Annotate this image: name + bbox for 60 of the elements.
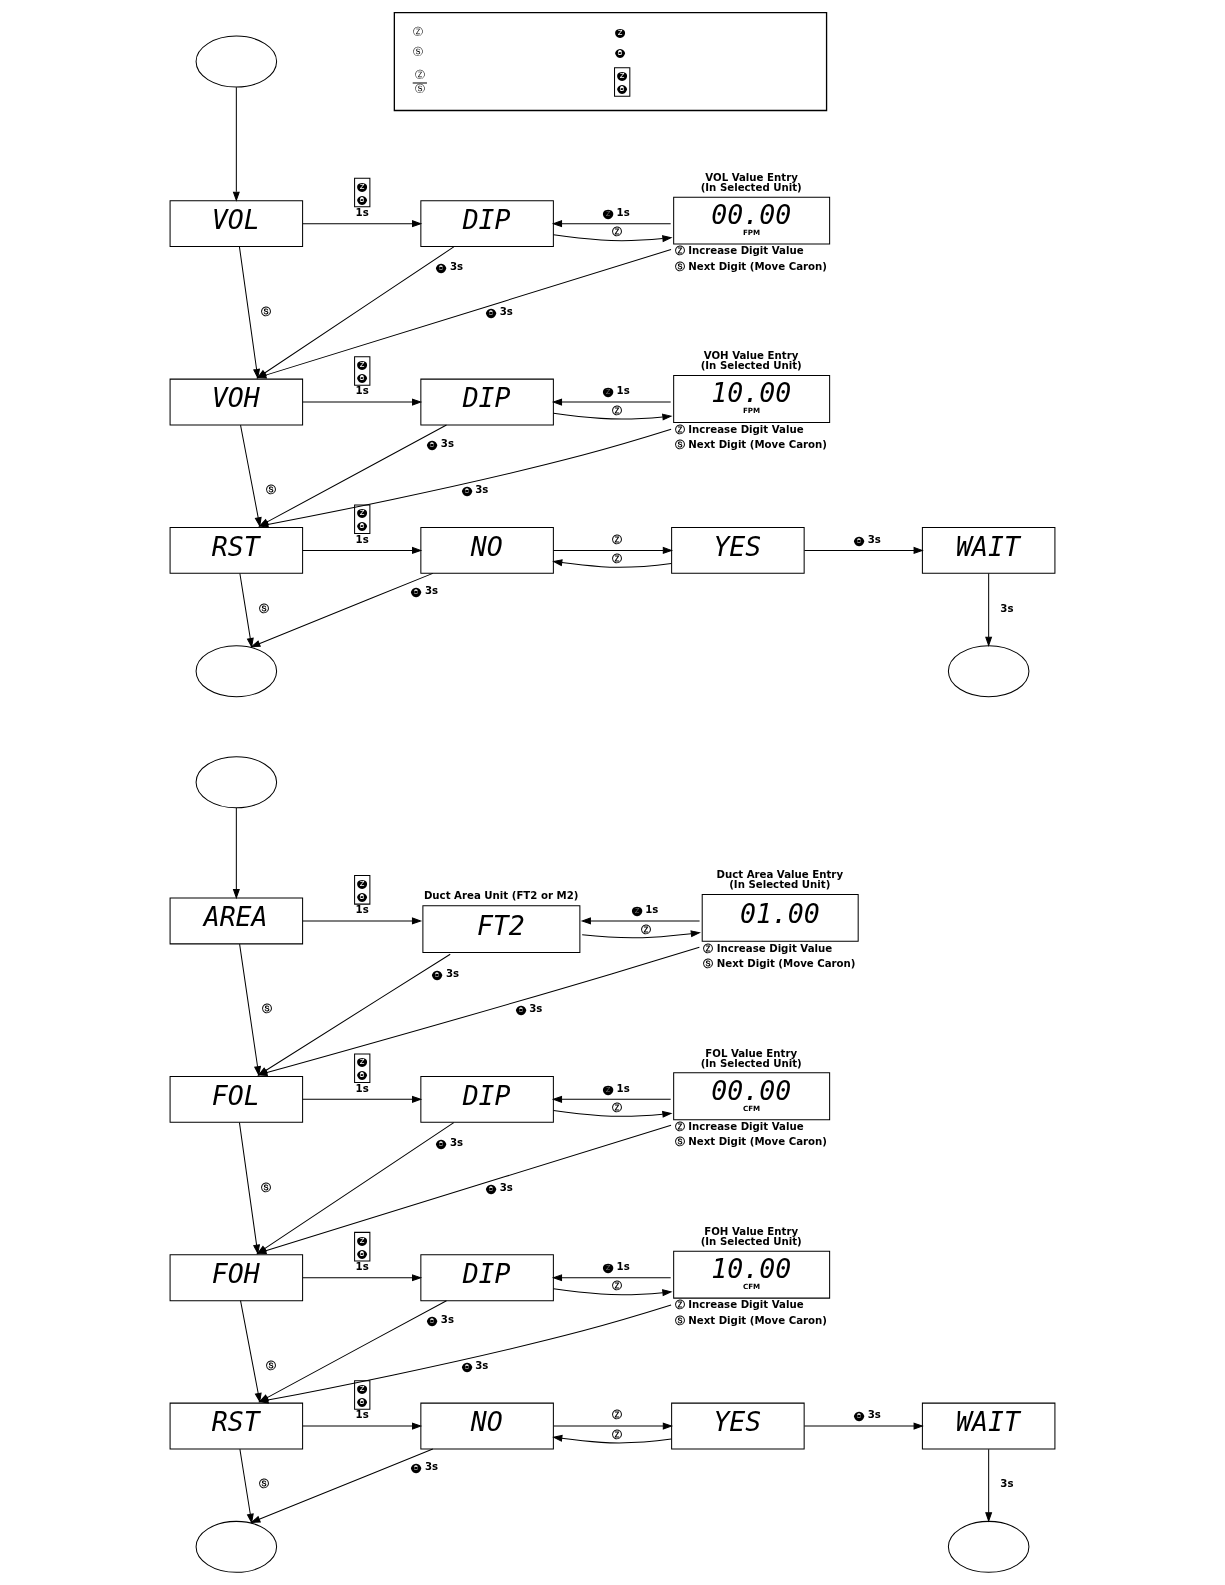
edge-label: 🅩 🅢 1s [355, 1055, 369, 1094]
edge-label: 🅩 🅢 1s [355, 357, 369, 397]
edge-label: 🅩 1s [603, 385, 630, 397]
edge-label: Ⓢ [261, 1003, 272, 1015]
node-label: Duct Area Value Entry (In Selected Unit) [716, 869, 844, 891]
edge-label: 🅩 1s [603, 1261, 630, 1273]
edge-label: 🅢 3s [432, 967, 460, 979]
node-label: Ⓢ Next Digit (Move Caron) [703, 957, 856, 969]
edge-label: Ⓩ [612, 1428, 623, 1440]
edge-label: Ⓩ [612, 1409, 623, 1421]
edge-label: Ⓢ [265, 484, 276, 496]
edge-label: 3s [1000, 602, 1014, 614]
edge-label: 🅢 3s [461, 484, 489, 496]
node-label: Ⓢ Next Digit (Move Caron) [674, 260, 827, 272]
edge-label: 🅩 1s [603, 1082, 630, 1094]
edge-label: Ⓢ [258, 1478, 269, 1490]
edge-label: 🅢 3s [486, 305, 513, 317]
edge-label: Ⓩ [612, 404, 623, 416]
edge-label: 🅢 3s [436, 1136, 464, 1148]
edge-label: Ⓢ [258, 602, 269, 614]
node-label: Ⓢ Next Digit (Move Caron) [674, 1314, 827, 1326]
node-label: VOL Value Entry (In Selected Unit) [700, 171, 802, 194]
edge-label: 🅢 3s [427, 438, 454, 450]
edge-label: Ⓢ [260, 305, 271, 317]
node-label: FOL Value Entry (In Selected Unit) [700, 1047, 802, 1069]
node-label: Ⓩ Increase Digit Value [703, 942, 833, 954]
edge-label: 🅩 🅢 1s [355, 876, 369, 916]
node-label: Ⓢ Next Digit (Move Caron) [674, 438, 827, 450]
edge-label: 🅢 3s [515, 1003, 543, 1015]
edge-label: 🅩 1s [603, 207, 630, 219]
node-label: Duct Area Unit (FT2 or M2) [423, 889, 579, 901]
node-label: FOH Value Entry (In Selected Unit) [700, 1225, 802, 1248]
edge-label: Ⓢ [265, 1359, 276, 1371]
edge-label: 🅢 3s [436, 260, 464, 272]
edge-label: 🅢 3s [854, 533, 881, 545]
edge-label: Ⓩ [612, 1280, 623, 1292]
edge-label: 🅢 3s [411, 1460, 439, 1472]
edge-label: Ⓩ [612, 553, 623, 565]
edge-label: Ⓩ [612, 226, 623, 238]
edge-label: 🅢 3s [427, 1313, 454, 1325]
edge-label: Ⓢ [260, 1181, 271, 1193]
node-label: VOH Value Entry (In Selected Unit) [700, 350, 802, 372]
node-label: Ⓩ Increase Digit Value [674, 245, 804, 257]
edge-label: 🅢 3s [854, 1409, 881, 1421]
edge-label: 3s [1000, 1478, 1014, 1490]
node-label: Ⓢ Next Digit (Move Caron) [674, 1136, 827, 1148]
edge-label: 🅩 🅢 1s [355, 1233, 369, 1273]
edge-label: Ⓩ [612, 1102, 623, 1114]
edge-label: 🅢 3s [411, 585, 439, 597]
node-label: Ⓩ Increase Digit Value [674, 423, 804, 435]
edge-label: 🅩 🅢 1s [355, 179, 369, 219]
node-label: Ⓩ Increase Digit Value [674, 1120, 804, 1132]
edge-label: 🅢 3s [486, 1181, 513, 1193]
node-label: Ⓩ Increase Digit Value [674, 1299, 804, 1311]
edge-label: 🅩 1s [631, 904, 659, 916]
edge-label: Ⓩ [612, 533, 623, 545]
edge-label: Ⓩ [640, 923, 651, 935]
edge-label: 🅩 🅢 1s [355, 1381, 369, 1421]
edge-label: 🅢 3s [461, 1359, 489, 1371]
edge-label: 🅩 🅢 1s [355, 506, 369, 545]
